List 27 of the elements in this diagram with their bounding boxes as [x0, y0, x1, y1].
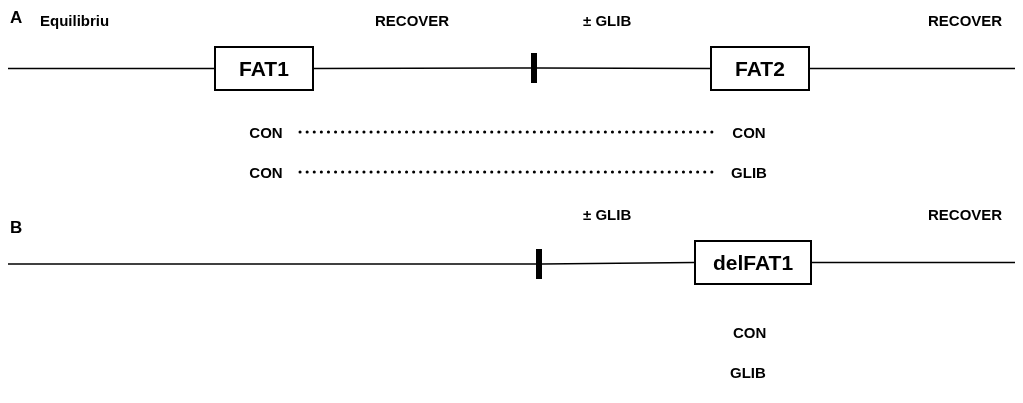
stage-box: FAT1 [214, 46, 314, 91]
edge-label: RECOVER [928, 12, 1003, 29]
timeline-line [313, 67, 532, 70]
condition-label: CON [727, 122, 771, 142]
edge-label: RECOVER [928, 206, 1003, 223]
panel-letter: A [10, 8, 23, 28]
edge-label: ± GLIB [583, 206, 632, 223]
timeline-line [541, 261, 695, 265]
timepoint-marker [536, 249, 542, 279]
condition-label: GLIB [724, 162, 774, 182]
timepoint-marker [531, 53, 537, 83]
timeline-line [7, 67, 215, 70]
timeline-line [7, 263, 537, 265]
dotted-line [298, 170, 714, 174]
condition-label: GLIB [730, 364, 766, 381]
timeline-line [536, 67, 711, 70]
timeline-line [809, 67, 1016, 70]
edge-label: RECOVER [375, 12, 450, 29]
condition-label: CON [733, 324, 767, 341]
panel-letter: B [10, 218, 23, 238]
stage-box: FAT2 [710, 46, 810, 91]
stage-box: delFAT1 [694, 240, 812, 285]
edge-label: Equilibriu [40, 12, 110, 29]
condition-label: CON [244, 162, 288, 182]
timeline-line [811, 261, 1016, 264]
condition-label: CON [244, 122, 288, 142]
edge-label: ± GLIB [583, 12, 632, 29]
